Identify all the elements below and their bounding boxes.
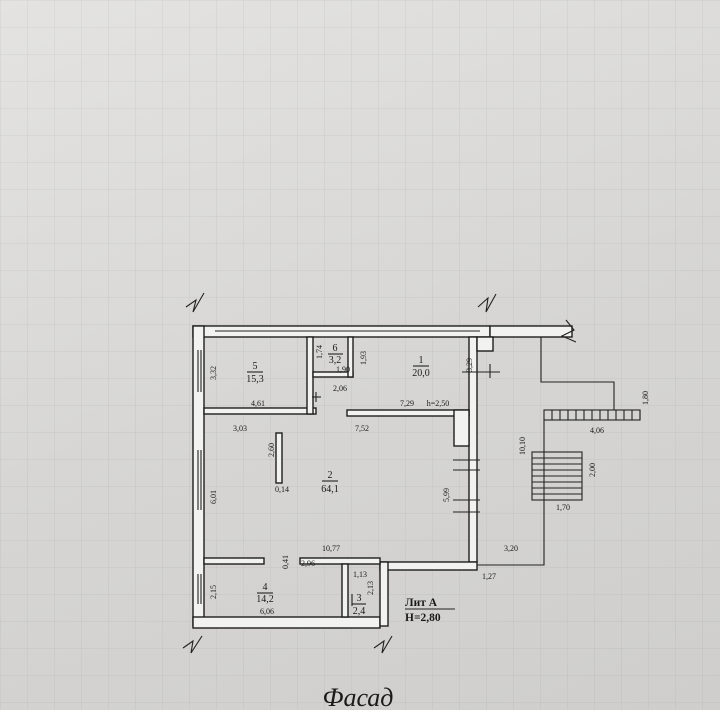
room-6: 6 3,2 [328, 343, 343, 366]
room-area: 15,3 [246, 374, 264, 385]
lit-height: H=2,80 [405, 612, 441, 624]
wall-room1-pier [453, 409, 470, 447]
lit-block: Лит А H=2,80 [405, 597, 455, 624]
break-marks [182, 292, 577, 654]
dim-label: 2,60 [267, 443, 276, 457]
room-number: 4 [263, 582, 268, 593]
wall-right-top [476, 336, 494, 352]
wall-room5-right [306, 336, 314, 415]
dim-label: 2,00 [588, 463, 597, 477]
wall-room5-bottom [203, 407, 317, 415]
room-number: 3 [357, 593, 362, 604]
windows [197, 330, 480, 604]
wall-room3-left [341, 563, 349, 618]
dim-label: 1,74 [315, 345, 324, 359]
facade-caption: Фасад [323, 683, 394, 710]
dim-label: 2,13 [366, 581, 375, 595]
dim-label: 1,13 [353, 570, 367, 579]
room-area: 2,4 [353, 606, 366, 617]
dim-label: 1,93 [359, 351, 368, 365]
wall-top-extension [489, 325, 573, 338]
room-area: 64,1 [321, 484, 339, 495]
room-number: 1 [419, 355, 424, 366]
dim-label: 2,15 [209, 585, 218, 599]
dim-label: 3,29 [465, 358, 474, 372]
room-3: 3 2,4 [352, 593, 366, 617]
dim-label: 7,52 [355, 424, 369, 433]
dim-label: 1,27 [482, 572, 496, 581]
walls [192, 325, 573, 629]
wall-bottom [192, 616, 381, 629]
dim-label: 6,06 [260, 607, 274, 616]
dim-label: 3,03 [233, 424, 247, 433]
dim-label: 3,32 [209, 366, 218, 380]
dim-label: 10,10 [518, 437, 527, 455]
wall-room4-top-left [203, 557, 265, 565]
room-area: 20,0 [412, 368, 430, 379]
room-number: 2 [328, 470, 333, 481]
porch-edge [477, 420, 545, 566]
dim-label: 4,06 [590, 426, 604, 435]
room-4: 4 14,2 [256, 582, 274, 605]
room-2: 2 64,1 [321, 470, 339, 495]
wall-room1-bottom [346, 409, 470, 417]
porch [477, 337, 641, 566]
break-mark-right [560, 319, 577, 343]
room-area: 14,2 [256, 594, 274, 605]
dim-label: 5,99 [442, 488, 451, 502]
dim-label: h=2,50 [427, 399, 450, 408]
lit-label: Лит А [405, 597, 438, 609]
dim-label: 3,20 [504, 544, 518, 553]
break-mark-bottom-left [182, 635, 203, 654]
wall-bottom-right [379, 561, 478, 571]
wall-partition [275, 432, 283, 484]
porch-outline [540, 337, 615, 410]
dim-label: 4,61 [251, 399, 265, 408]
break-mark-top-right [477, 293, 497, 313]
dim-label: 1,80 [641, 391, 650, 405]
dim-label: 0,14 [275, 485, 289, 494]
dim-label: 1,90 [336, 365, 350, 374]
wall-room4-top-right [299, 557, 381, 565]
dimensions: 3,32 4,61 1,74 1,90 1,93 2,06 7,29 h=2,5… [209, 345, 650, 616]
dim-label: 0,41 [281, 555, 290, 569]
room-1: 1 20,0 [412, 355, 430, 379]
room-5: 5 15,3 [246, 361, 264, 385]
dim-label: 7,29 [400, 399, 414, 408]
break-mark-bottom-right [373, 635, 393, 654]
wall-notch [379, 561, 389, 627]
room-number: 5 [253, 361, 258, 372]
dim-label: 1,70 [556, 503, 570, 512]
dim-label: 6,01 [209, 490, 218, 504]
wall-room6-right [347, 336, 354, 378]
room-number: 6 [333, 343, 338, 354]
dim-label: 10,77 [322, 544, 340, 553]
break-mark-top-left [185, 292, 205, 313]
dim-label: 2,96 [301, 559, 315, 568]
dim-label: 2,06 [333, 384, 347, 393]
room-area: 3,2 [329, 355, 342, 366]
